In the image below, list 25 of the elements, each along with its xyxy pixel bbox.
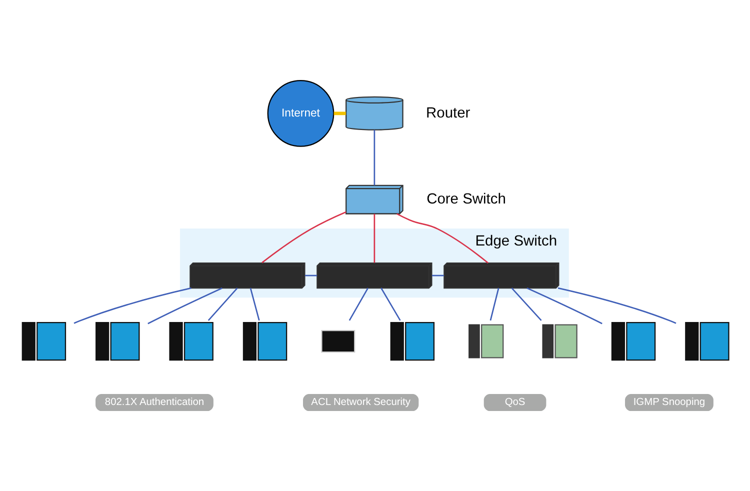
connector xyxy=(432,274,444,276)
connector xyxy=(396,213,489,264)
connector xyxy=(511,288,542,321)
connector xyxy=(380,288,401,321)
node-box: IGMP Snooping xyxy=(625,394,714,412)
connector xyxy=(374,214,376,263)
connector xyxy=(526,288,602,324)
cluster: Edge Switch xyxy=(180,228,569,298)
node-circle: Internet xyxy=(267,80,334,147)
connector xyxy=(334,112,346,116)
connector xyxy=(208,288,238,321)
connector xyxy=(558,287,676,324)
connector xyxy=(305,274,317,276)
label: Router xyxy=(426,105,470,122)
connector xyxy=(490,288,500,321)
connector xyxy=(348,288,369,321)
connector xyxy=(262,211,346,264)
connector xyxy=(74,287,192,324)
node-box: ACL Network Security xyxy=(303,394,419,412)
node-box: 802.1X Authentication xyxy=(96,394,214,412)
node-box: QoS xyxy=(484,394,546,412)
label: Core Switch xyxy=(426,191,506,208)
connector xyxy=(374,130,376,186)
connector xyxy=(148,288,222,324)
connector xyxy=(250,288,260,321)
